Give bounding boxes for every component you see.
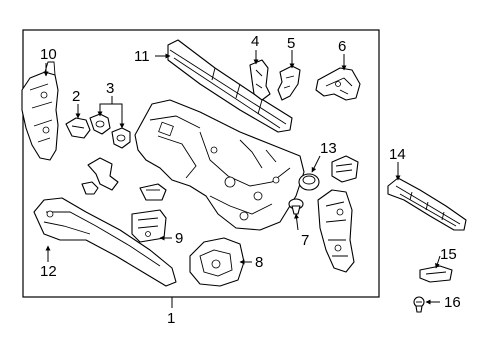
callout-14: 14 [389,146,406,163]
callout-11: 11 [134,48,150,65]
part-15-bracket [419,265,453,283]
part-5-bracket [277,65,301,101]
part-6-bracket [315,67,361,101]
part-9-bracket [131,209,167,243]
part-2-clip [65,117,91,139]
callout-10: 10 [40,46,57,63]
callout-7: 7 [301,232,309,249]
part-13-grommet [298,173,320,191]
callout-15: 15 [440,246,457,263]
callout-6: 6 [338,38,346,55]
callout-9: 9 [175,230,183,247]
small-box-part [331,155,359,183]
callout-3: 3 [106,80,114,97]
part-14-crossmember [387,177,467,231]
part-8-mount [189,237,245,287]
part-10-bracket [21,61,59,161]
callout-13: 13 [320,140,337,157]
part-4-bracket [249,59,271,101]
part-11-cowl-bar [167,39,293,133]
callout-2: 2 [72,88,80,105]
part-1-dash-panel [134,99,305,231]
callout-16: 16 [444,294,461,311]
callout-8: 8 [255,254,263,271]
small-bracket-parts [81,157,167,201]
callout-1: 1 [167,310,175,327]
part-16-screw [413,296,425,313]
part-3-clips [89,113,131,149]
callout-12: 12 [40,263,57,280]
leader-lines [43,50,441,308]
right-side-panel [317,189,355,273]
callout-5: 5 [287,35,295,52]
assembly-frame [22,29,380,298]
part-7-plug [288,198,304,215]
part-12-rail [33,197,177,287]
callout-4: 4 [251,33,259,50]
